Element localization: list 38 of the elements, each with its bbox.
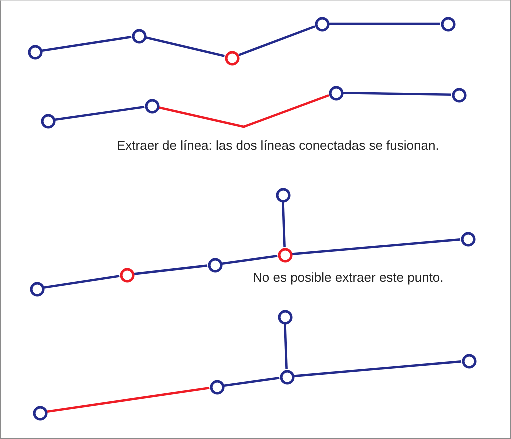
connector-line (343, 92, 452, 96)
vertex-circle (452, 88, 466, 102)
connector-line (284, 324, 288, 370)
vertex-circle (314, 16, 330, 32)
connector-line (222, 254, 278, 266)
vertex-circle (276, 188, 290, 202)
connector-line (146, 36, 225, 58)
connector-line (47, 386, 210, 414)
vertex-circle (30, 282, 44, 296)
connector-line (44, 275, 120, 289)
vertex-circle (278, 310, 292, 324)
connector-line (238, 26, 316, 56)
vertex-circle (40, 114, 56, 128)
vertex-circle (132, 28, 146, 44)
connector-line (134, 264, 208, 276)
connector-line (292, 238, 461, 256)
vertex-circle (440, 16, 456, 32)
caption-text: Extraer de línea: las dos líneas conectadas se fusionan. (117, 138, 440, 153)
vertex-circle (28, 44, 42, 60)
connector-line (294, 360, 462, 378)
vertex-circle (32, 406, 48, 420)
connector-line (42, 36, 132, 52)
caption-text: No es posible extraer este punto. (253, 270, 444, 285)
vertex-circle (144, 98, 160, 114)
connector-line (159, 94, 330, 128)
connector-line (330, 22, 440, 26)
vertex-circle (328, 86, 344, 100)
connector-line (55, 106, 145, 122)
vertex-circle (208, 258, 222, 272)
vertex-circle (224, 50, 240, 66)
connector-line (282, 202, 286, 248)
vertex-circle (460, 232, 476, 246)
vertex-circle (210, 380, 224, 394)
vertex-circle (280, 370, 294, 384)
connector-line (224, 376, 280, 388)
vertex-circle (278, 248, 292, 262)
vertex-circle (120, 268, 134, 282)
vertex-circle (462, 354, 476, 368)
